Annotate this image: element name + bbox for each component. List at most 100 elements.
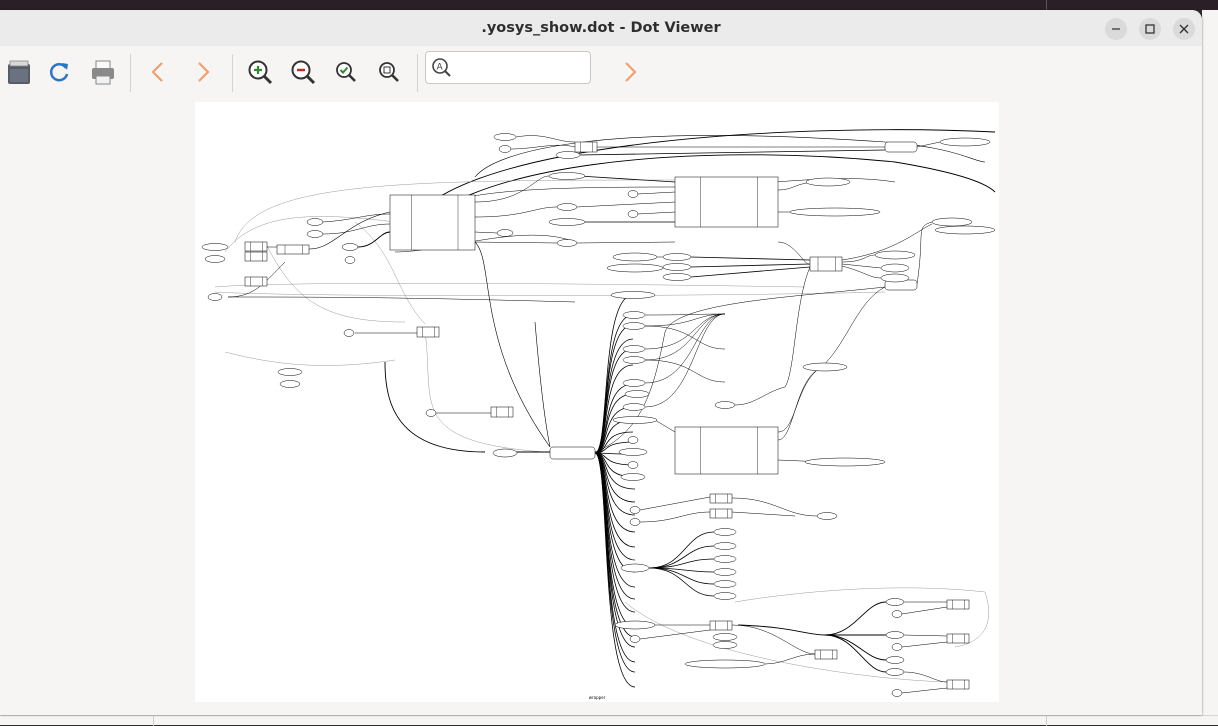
graph-cell-node: [244, 241, 268, 252]
graph-edge: [594, 452, 636, 688]
zoom-in-button[interactable]: [240, 52, 280, 92]
graph-edge: [841, 265, 882, 279]
graph-port-node: [713, 555, 737, 563]
graph-edge: [777, 241, 811, 265]
graph-edge: [737, 624, 826, 636]
graph-port-node: [891, 610, 903, 618]
graph-edge: [824, 634, 887, 673]
graph-port-node: [622, 322, 646, 330]
graph-port-node: [610, 291, 656, 299]
graph-cell-node: [709, 508, 733, 519]
graph-octagon-node: [549, 446, 596, 460]
graph-edge: [903, 671, 948, 683]
graph-edge: [474, 175, 550, 203]
graph-edge: [594, 324, 634, 454]
maximize-button[interactable]: [1139, 18, 1161, 40]
minimize-icon: [1112, 28, 1120, 30]
graph-canvas-area[interactable]: wrapper: [0, 102, 1202, 715]
find-next-button[interactable]: [610, 52, 650, 92]
back-button[interactable]: [138, 52, 178, 92]
graph-cell-node: [814, 649, 838, 660]
graph-port-node: [622, 345, 646, 353]
graph-edge: [841, 223, 933, 261]
zoom-fit-button[interactable]: [326, 52, 366, 92]
graph-edge: [644, 313, 726, 384]
graph-port-node: [492, 448, 518, 458]
forward-icon: [198, 62, 210, 82]
graph-edge: [224, 216, 396, 253]
graph-port-node: [277, 368, 303, 376]
close-button[interactable]: [1173, 18, 1195, 40]
desktop-top-strip: [0, 0, 1218, 10]
graph-edge: [903, 634, 948, 637]
graph-edge: [214, 291, 886, 296]
desktop-right-strip: [1202, 10, 1218, 725]
graph-port-node: [498, 145, 512, 153]
graph-cell-node: [809, 256, 843, 272]
graph-edge: [594, 294, 634, 454]
graph-edge: [731, 497, 818, 517]
zoom-fit-icon: [336, 62, 356, 82]
graph-edge: [644, 313, 726, 316]
graph-port-node: [614, 620, 656, 630]
graph-port-node: [306, 218, 324, 226]
search-input[interactable]: A: [425, 51, 591, 84]
graph-edge: [901, 606, 948, 615]
graph-footer-label: wrapper: [589, 695, 606, 700]
graph-port-node: [629, 506, 641, 514]
window-title: .yosys_show.dot - Dot Viewer: [481, 20, 721, 36]
graph-edge: [624, 601, 956, 683]
graph-port-node: [548, 172, 586, 180]
minimize-button[interactable]: [1105, 18, 1127, 40]
graph-edge: [576, 241, 676, 244]
graph-port-node: [931, 217, 973, 227]
divider: [1046, 716, 1047, 726]
graph-port-node: [885, 668, 905, 676]
title-bar[interactable]: .yosys_show.dot - Dot Viewer: [0, 10, 1202, 46]
graph-edge: [644, 313, 726, 361]
zoom-100-icon: [379, 62, 399, 82]
graph-port-node: [662, 263, 692, 271]
graph-edge: [474, 241, 551, 448]
graph-edge: [474, 135, 986, 178]
dot-graph[interactable]: wrapper: [195, 102, 999, 702]
graph-port-node: [556, 203, 578, 211]
graph-edge: [690, 256, 811, 261]
print-button[interactable]: [83, 52, 123, 92]
graph-edge: [644, 359, 726, 383]
graph-edge: [731, 624, 816, 655]
graph-port-node: [627, 436, 639, 444]
graph-edge: [639, 629, 711, 640]
graph-edge: [578, 175, 676, 183]
find-icon: A: [432, 58, 451, 77]
graph-port-node: [344, 256, 356, 264]
zoom-100-button[interactable]: [369, 52, 409, 92]
graph-edge: [690, 263, 811, 268]
open-button[interactable]: [0, 52, 38, 92]
graph-edge: [648, 545, 715, 569]
graph-port-node: [279, 380, 301, 388]
graph-port-node: [341, 243, 359, 251]
graph-port-node: [629, 635, 641, 643]
maximize-icon: [1145, 24, 1155, 34]
graph-port-node: [713, 580, 737, 588]
graph-port-node: [714, 401, 736, 409]
graph-edge: [322, 213, 391, 223]
graph-cell-node: [276, 244, 310, 255]
forward-button[interactable]: [183, 52, 223, 92]
graph-cell-node: [709, 493, 733, 504]
graph-edge: [648, 567, 715, 585]
graph-edge: [474, 231, 498, 234]
graph-port-node: [713, 568, 737, 576]
graph-port-node: [548, 218, 586, 226]
graph-cell-node: [244, 251, 268, 262]
graph-port-node: [885, 598, 905, 606]
graph-port-node: [425, 409, 437, 417]
divider: [153, 716, 154, 726]
graph-edge: [579, 149, 886, 156]
graph-port-node: [204, 255, 226, 263]
zoom-out-button[interactable]: [283, 52, 323, 92]
graph-port-node: [712, 641, 738, 649]
graph-edge: [916, 141, 941, 148]
reload-button[interactable]: [40, 52, 80, 92]
